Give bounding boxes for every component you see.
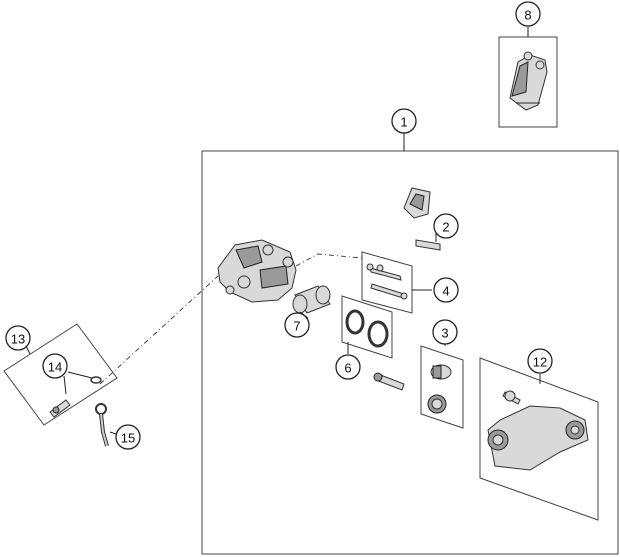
seal-ring-parts [345,309,389,348]
callout-15-circle [115,424,141,450]
callout-2-circle [433,213,459,239]
bleeder-cap-parts [49,376,102,418]
callout-15: 15 [115,424,141,450]
callout-4: 4 [433,277,459,303]
kit-12-frame [479,357,599,521]
pad-spring-kit-part [509,51,548,111]
callout-15-leader [109,431,117,435]
callout-15-label: 15 [121,431,135,446]
callout-3-label: 3 [441,326,448,341]
callout-8-label: 8 [524,8,531,23]
callout-13-circle [5,325,31,351]
callout-14-label: 14 [48,360,62,375]
callout-13: 13 [5,325,31,351]
kit-6-frame [341,295,393,359]
callout-3: 3 [432,319,458,345]
support-bracket-part [487,390,589,471]
callout-2-label: 2 [442,220,449,235]
callout-6: 6 [335,354,361,380]
callout-12-circle [527,348,553,374]
callout-6-label: 6 [344,361,351,376]
callout-4-label: 4 [442,284,449,299]
callout-14: 14 [42,353,68,379]
callout-13-label: 13 [11,332,25,347]
callout-2: 2 [433,213,459,239]
kit-13-frame [3,323,118,426]
guide-bolt-part [373,372,405,391]
callout-12-label: 12 [533,355,547,370]
spring-clip-part [415,239,441,251]
callout-8: 8 [515,1,541,27]
callout-7-circle [284,312,310,338]
callout-8-circle [515,1,541,27]
piston-part [292,285,331,314]
callout-1-circle [391,108,417,134]
brake-pad-part [403,187,431,219]
callout-6-circle [335,354,361,380]
main-assembly-frame [201,150,619,555]
callout-14-circle [42,353,68,379]
bleeder-parts [427,364,452,414]
callout-14-leader [63,375,67,395]
kit-3-frame [420,345,464,429]
callout-7-label: 7 [293,319,300,334]
callout-12: 12 [527,348,553,374]
kit-4-frame [361,251,413,314]
callout-7: 7 [284,312,310,338]
callout-1: 1 [391,108,417,134]
exploded-line-a [99,275,219,385]
exploded-line-b [295,253,363,267]
callout-1-label: 1 [400,115,407,130]
brake-caliper-part [217,239,297,303]
callout-14-leader-b [67,371,93,379]
guide-pin-parts [366,263,408,300]
bleeder-hose-part [95,403,109,447]
callout-13-leader [25,345,31,355]
callout-3-circle [432,319,458,345]
callout-4-circle [433,277,459,303]
